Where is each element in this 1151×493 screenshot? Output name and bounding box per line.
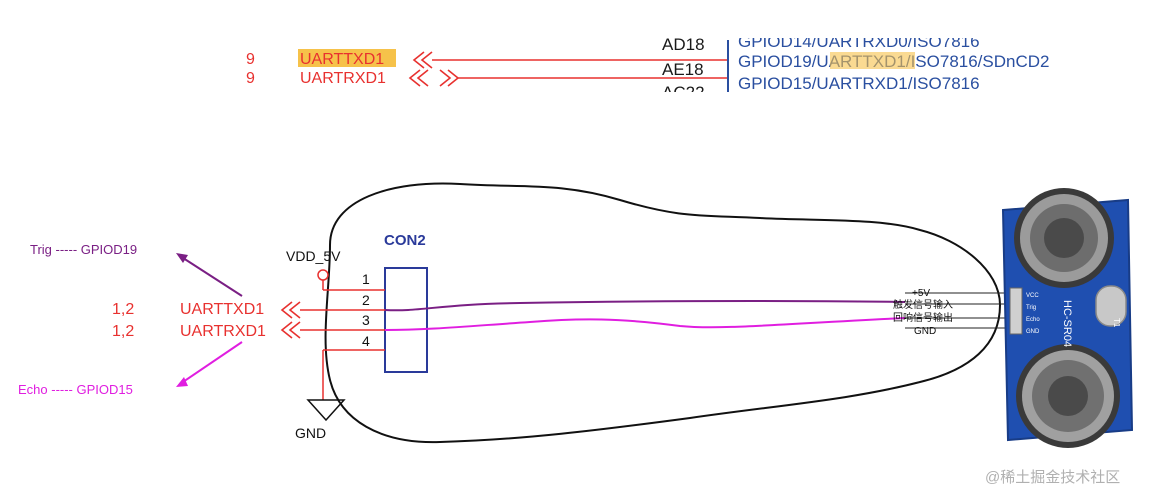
func-row-2-suffix: /ISO7816/SDnCD2 (906, 52, 1050, 71)
board-text-vcc: VCC (1026, 293, 1039, 299)
highlight-func-uarttxd1 (830, 52, 915, 69)
pin-ref-rx: 1,2 (112, 323, 134, 340)
board-text-gnd: GND (1026, 329, 1040, 335)
crop-mask-bottom (0, 92, 1151, 112)
module-label-5v: +5V (912, 288, 930, 299)
trig-arrow-head (176, 253, 188, 263)
echo-arrow-head (176, 377, 188, 387)
pin-num-row-3: 9 (246, 70, 255, 87)
func-row-3: GPIOD15/UARTRXD1/ISO7816 (738, 74, 980, 93)
vdd-terminal-icon (317, 269, 329, 281)
connector-body (384, 267, 428, 373)
pin-number-2: 2 (362, 292, 370, 308)
ball-ae18: AE18 (662, 60, 704, 79)
echo-arrow (179, 341, 243, 385)
net-tx-label: UARTTXD1 (180, 301, 264, 318)
func-row-2-prefix: GPIOD19/ (738, 52, 817, 71)
pin-number-1: 1 (362, 271, 370, 287)
module-label-echo: 回响信号输出 (893, 311, 953, 324)
ball-ad18: AD18 (662, 35, 705, 54)
trig-note: Trig ----- GPIOD19 (30, 242, 137, 257)
gnd-label: GND (295, 425, 326, 441)
highlight-uarttxd1 (298, 49, 396, 67)
top-schematic: AD18 GPIOD14/UARTRXD0/ISO7816 9 UARTTXD1… (0, 0, 1151, 112)
hand-drawn-loop (324, 182, 1002, 444)
hc-sr04-module: T1 VCC Trig Echo GND HC-SR04 (1001, 188, 1134, 448)
pin-ref-tx: 1,2 (112, 301, 134, 318)
watermark: @稀土掘金技术社区 (985, 469, 1120, 486)
tx-off-page-icon (412, 51, 433, 69)
trig-wire (384, 299, 906, 312)
net-uarttxd1-top: UARTTXD1 (300, 51, 384, 68)
crop-mask-top (640, 0, 1151, 38)
crystal-icon (1095, 285, 1127, 327)
board-text-trig: Trig (1026, 305, 1036, 311)
transducer-top-center (1044, 218, 1084, 258)
net-uartrxd1-top: UARTRXD1 (300, 70, 386, 87)
module-label-gnd: GND (914, 326, 936, 337)
rx-off-page-icon (408, 69, 460, 87)
header-pins-icon (1009, 287, 1023, 335)
transducer-bottom-center (1048, 376, 1088, 416)
board-text-echo: Echo (1026, 317, 1040, 323)
pin-num-row-2: 9 (246, 51, 255, 68)
crystal-label: T1 (1112, 318, 1121, 328)
vdd-label: VDD_5V (286, 248, 341, 264)
gnd-symbol-icon (306, 399, 346, 422)
echo-wire (384, 317, 906, 331)
connector-title: CON2 (384, 232, 426, 249)
tx-connector-icon (280, 301, 301, 319)
trig-arrow (179, 255, 243, 297)
board-name: HC-SR04 (1061, 300, 1073, 347)
rx-connector-icon (280, 321, 301, 339)
pin-number-4: 4 (362, 333, 370, 349)
module-label-trig: 触发信号输入 (893, 298, 953, 311)
net-rx-label: UARTRXD1 (180, 323, 266, 340)
echo-note: Echo ----- GPIOD15 (18, 382, 133, 397)
pin-number-3: 3 (362, 312, 370, 328)
